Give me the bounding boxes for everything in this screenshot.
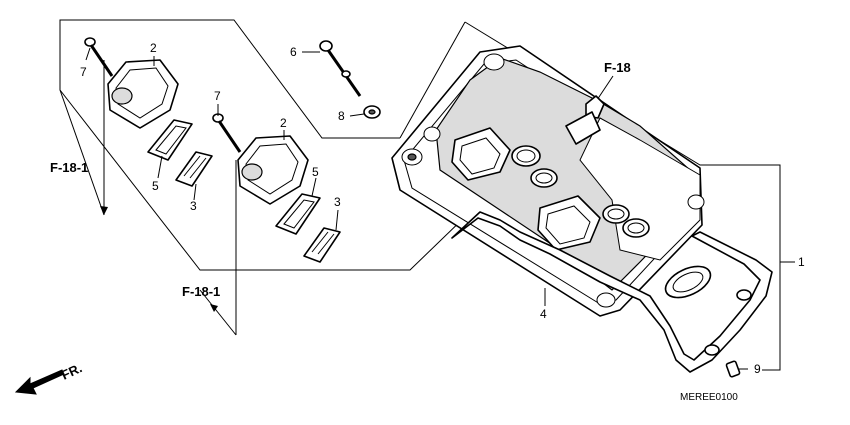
- callouts: 1 2 2 3 3 4 5 5 6 7 7 8 9: [80, 41, 805, 376]
- reference-labels: F-18 F-18-1 F-18-1: [50, 60, 631, 312]
- head-cover-gasket: [451, 211, 773, 373]
- dowel-pin-9: [725, 360, 741, 378]
- cylinder-head-cover: [391, 45, 705, 317]
- bolt-7-upper: [84, 37, 114, 77]
- callout-2-upper: 2: [150, 41, 157, 55]
- leader-lines: [85, 47, 748, 370]
- callout-9: 9: [754, 362, 761, 376]
- coil-2-upper: [107, 59, 179, 129]
- front-direction-indicator: FR.: [14, 360, 84, 395]
- ref-f18: F-18: [604, 60, 631, 75]
- callout-7-lower: 7: [214, 89, 221, 103]
- callout-4: 4: [540, 307, 547, 321]
- grommet-5-lower: [275, 193, 321, 235]
- callout-5-lower: 5: [312, 165, 319, 179]
- callout-7-upper: 7: [80, 65, 87, 79]
- callout-5-upper: 5: [152, 179, 159, 193]
- callout-6: 6: [290, 45, 297, 59]
- bolt-6: [319, 40, 362, 97]
- diagram-code: MEREE0100: [680, 392, 738, 403]
- callout-1: 1: [798, 255, 805, 269]
- ref-arrow-icon: [100, 206, 108, 215]
- front-arrow-icon: [14, 369, 65, 395]
- callout-8: 8: [338, 109, 345, 123]
- callout-2-lower: 2: [280, 116, 287, 130]
- nut-8: [363, 105, 381, 119]
- bolt-7-lower: [212, 113, 242, 153]
- callout-3-upper: 3: [190, 199, 197, 213]
- coil-2-lower: [237, 135, 309, 205]
- ref-arrow-icon: [210, 304, 218, 312]
- seal-3-lower: [303, 227, 341, 263]
- seal-3-upper: [175, 151, 213, 187]
- grommet-5-upper: [147, 119, 193, 161]
- callout-3-lower: 3: [334, 195, 341, 209]
- ref-f18-1-top: F-18-1: [50, 160, 88, 175]
- direction-label: FR.: [59, 360, 84, 382]
- ref-f18-1-bottom: F-18-1: [182, 284, 220, 299]
